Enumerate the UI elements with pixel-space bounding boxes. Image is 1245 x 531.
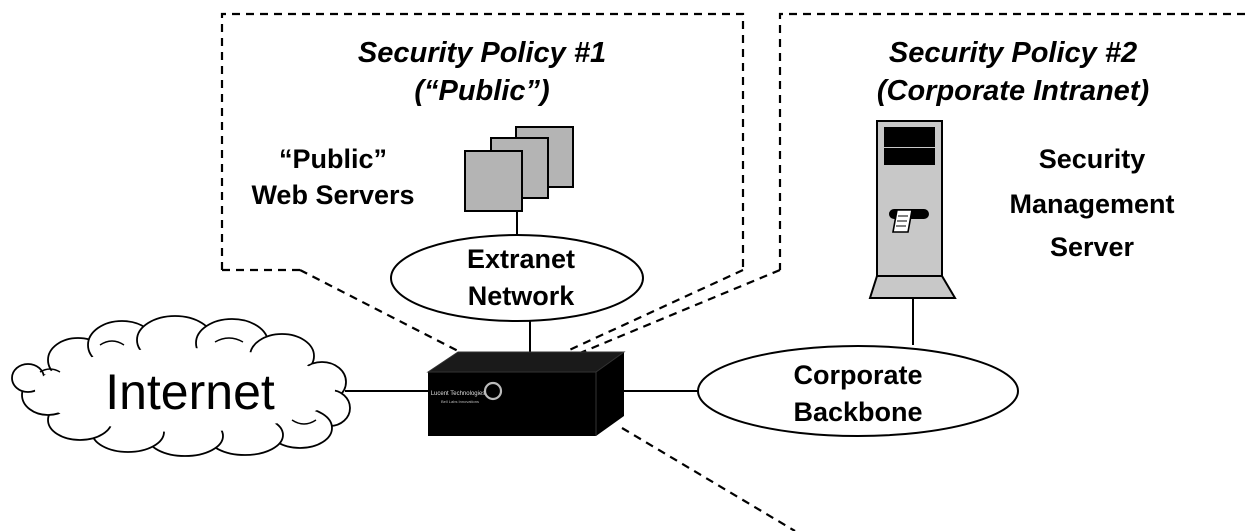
- public-web-servers-line2: Web Servers: [251, 180, 414, 210]
- policy1-region: [220, 12, 745, 353]
- corporate-backbone-node: [697, 345, 1019, 437]
- extranet-network-node: [390, 234, 644, 322]
- internet-cloud-icon: [11, 315, 351, 457]
- extranet-network-line1: Extranet: [467, 244, 575, 274]
- corporate-backbone-line2: Backbone: [793, 397, 922, 427]
- policy2-title: Security Policy #2: [889, 37, 1137, 69]
- security-management-line3: Server: [1050, 232, 1135, 262]
- policy1-subtitle: (“Public”): [414, 75, 549, 107]
- web-server-stack-icon: [464, 126, 574, 212]
- firewall-device-icon: [426, 351, 626, 436]
- policy1-title: Security Policy #1: [358, 37, 606, 69]
- security-management-line2: Management: [1009, 189, 1174, 219]
- internet-label: Internet: [105, 364, 275, 420]
- security-management-line1: Security: [1039, 144, 1146, 174]
- tower-server-icon: [868, 120, 957, 299]
- policy2-region: [567, 12, 1245, 531]
- firewall-brand-line1: Lucent Technologies: [431, 391, 486, 397]
- policy2-subtitle: (Corporate Intranet): [877, 75, 1149, 107]
- network-links: [345, 210, 914, 392]
- corporate-backbone-line1: Corporate: [793, 360, 922, 390]
- lucent-logo-icon: [483, 381, 503, 401]
- firewall-brand-line2: Bell Labs Innovations: [441, 399, 479, 404]
- public-web-servers-line1: “Public”: [279, 144, 387, 174]
- extranet-network-line2: Network: [468, 281, 576, 311]
